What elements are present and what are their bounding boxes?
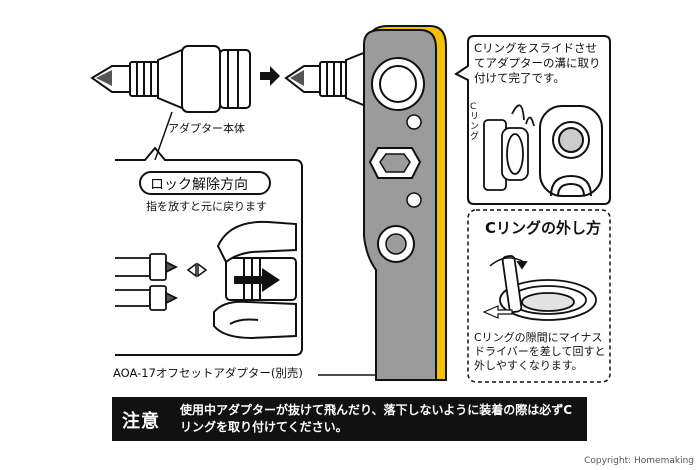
adapter-body-label: アダプター本体 — [168, 122, 245, 135]
c-ring-removal-title: Cリングの外し方 — [485, 219, 602, 237]
removal-instruction-text: Cリングの隙間にマイナスドライバーを差して回すと外しやすくなります。 — [474, 331, 606, 372]
leader-adapter-body — [154, 111, 173, 161]
c-ring-removal-illustration — [489, 255, 597, 321]
removal-arrow-icon — [482, 305, 513, 319]
release-finger-label: 指を放すと元に戻ります — [146, 200, 267, 213]
bits-small — [115, 253, 179, 311]
lock-release-title: ロック解除方向 — [150, 177, 248, 193]
wrench — [363, 25, 447, 381]
bit-with-adapter — [90, 45, 251, 113]
arrow-right-icon — [260, 66, 280, 86]
c-ring-side-label: Cリング — [470, 102, 480, 142]
c-ring-on-adapter — [483, 104, 535, 191]
copyright-text: Copyright: Homemaking — [584, 456, 694, 466]
caution-tag: 注意 — [122, 411, 160, 432]
caution-notice: 注意 使用中アダプターが抜けて飛んだり、落下しないように装着の際は必ずCリングを… — [112, 397, 587, 441]
caution-text: 使用中アダプターが抜けて飛んだり、落下しないように装着の際は必ずCリングを取り付… — [180, 403, 573, 434]
product-name-label: AOA-17オフセットアダプター(別売) — [113, 366, 303, 380]
pull-arrow-icon — [234, 268, 280, 292]
lock-release-pill — [139, 171, 271, 195]
adapter-end-view — [539, 105, 603, 197]
slide-instruction-text: Cリングをスライドさせてアダプターの溝に取り付けて完了です。 — [474, 41, 601, 85]
direction-arrows-icon — [186, 262, 208, 278]
lock-release-box — [115, 146, 303, 356]
